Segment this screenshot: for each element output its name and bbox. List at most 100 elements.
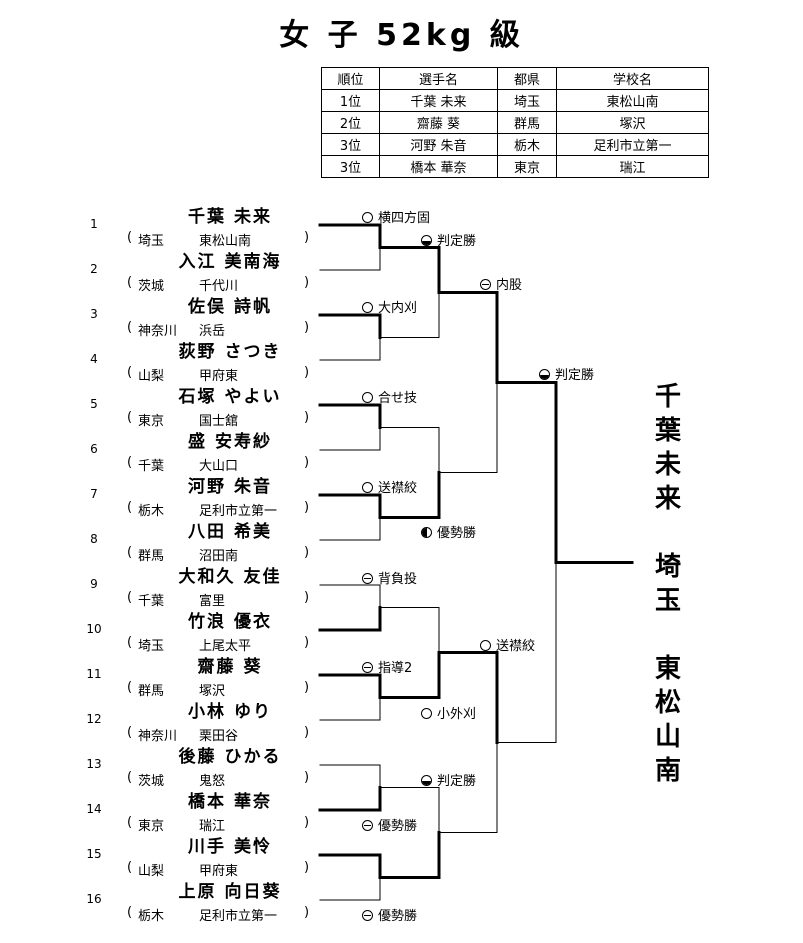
player-prefecture: 栃木 [138, 504, 165, 519]
player-school: 国士舘 [199, 414, 239, 429]
player-school: 瑞江 [199, 819, 226, 834]
paren-close: ) [304, 455, 310, 470]
paren-close: ) [304, 410, 310, 425]
paren-close: ) [304, 590, 310, 605]
paren-close: ) [304, 545, 310, 560]
player-number: 10 [86, 622, 102, 636]
player-prefecture: 山梨 [138, 864, 165, 879]
paren-close: ) [304, 725, 310, 740]
result-r1-m4: 送襟絞 [362, 477, 417, 496]
paren-open: ( [127, 635, 133, 650]
half-filled-circle-icon [421, 235, 432, 246]
result-r1-m8: 優勢勝 [362, 905, 417, 924]
ranking-table: 順位 選手名 都県 学校名 1位 千葉 未来 埼玉 東松山南 2位 齋藤 葵 群… [321, 67, 709, 178]
champion-vertical: 千 葉 未 来 埼 玉 東 松 山 南 [648, 380, 688, 788]
rank-cell: 1位 [321, 89, 380, 112]
player-name: 竹浪 優衣 [188, 612, 272, 632]
player-prefecture: 千葉 [138, 594, 165, 609]
player-prefecture: 神奈川 [138, 324, 178, 339]
player-school: 上尾太平 [199, 639, 252, 654]
player-prefecture: 群馬 [138, 684, 165, 699]
paren-open: ( [127, 320, 133, 335]
player-school: 沼田南 [199, 549, 239, 564]
page-title: 女 子 52kg 級 [279, 18, 524, 53]
half-filled-circle-icon [421, 775, 432, 786]
player-name: 千葉 未来 [188, 207, 272, 227]
spacer [648, 516, 688, 550]
player-name: 小林 ゆり [188, 702, 272, 722]
result-r2-m3: 小外刈 [421, 703, 476, 722]
paren-open: ( [127, 770, 133, 785]
minus-circle-icon [480, 279, 491, 290]
player-number: 11 [86, 667, 102, 681]
paren-close: ) [304, 635, 310, 650]
player-school: 栗田谷 [199, 729, 239, 744]
paren-open: ( [127, 905, 133, 920]
player-prefecture: 茨城 [138, 279, 165, 294]
player-number: 3 [90, 307, 98, 321]
paren-close: ) [304, 860, 310, 875]
player-name: 後藤 ひかる [178, 747, 282, 767]
ranking-header-row: 順位 選手名 都県 学校名 [321, 67, 709, 90]
player-prefecture: 東京 [138, 819, 165, 834]
player-name: 川手 美怜 [188, 837, 272, 857]
player-prefecture: 埼玉 [138, 639, 165, 654]
circle-icon [362, 392, 373, 403]
result-sf-m1: 内股 [480, 274, 522, 293]
player-school: 鬼怒 [199, 774, 226, 789]
player-number: 8 [90, 532, 98, 546]
circle-icon [421, 708, 432, 719]
player-school: 東松山南 [199, 234, 252, 249]
player-prefecture: 栃木 [138, 909, 165, 924]
paren-open: ( [127, 590, 133, 605]
minus-circle-icon [362, 820, 373, 831]
result-r2-m2: 優勢勝 [421, 522, 476, 541]
paren-open: ( [127, 680, 133, 695]
rank-cell: 3位 [321, 155, 380, 178]
player-number: 9 [90, 577, 98, 591]
circle-icon [362, 212, 373, 223]
player-prefecture: 東京 [138, 414, 165, 429]
player-school: 甲府東 [199, 864, 239, 879]
player-name: 大和久 友佳 [178, 567, 282, 587]
player-school: 足利市立第一 [199, 909, 278, 924]
player-prefecture: 埼玉 [138, 234, 165, 249]
player-number: 5 [90, 397, 98, 411]
player-number: 2 [90, 262, 98, 276]
prefecture-cell: 栃木 [497, 133, 557, 156]
player-name: 盛 安寿紗 [188, 432, 272, 452]
player-name: 佐俣 詩帆 [188, 297, 272, 317]
spacer [648, 618, 688, 652]
minus-circle-icon [362, 910, 373, 921]
player-number: 4 [90, 352, 98, 366]
player-name: 上原 向日葵 [178, 882, 282, 902]
circle-icon [362, 302, 373, 313]
paren-open: ( [127, 410, 133, 425]
player-number: 12 [86, 712, 102, 726]
champion-name: 千 葉 未 来 [654, 382, 681, 514]
player-prefecture: 千葉 [138, 459, 165, 474]
paren-open: ( [127, 725, 133, 740]
player-number: 14 [86, 802, 102, 816]
paren-open: ( [127, 815, 133, 830]
header-school: 学校名 [556, 67, 709, 90]
champion-prefecture: 埼 玉 [654, 552, 681, 616]
player-name: 石塚 やよい [178, 387, 282, 407]
paren-open: ( [127, 275, 133, 290]
paren-close: ) [304, 275, 310, 290]
paren-close: ) [304, 365, 310, 380]
player-name: 河野 朱音 [188, 477, 272, 497]
result-sf-m2: 送襟絞 [480, 635, 535, 654]
prefecture-cell: 埼玉 [497, 89, 557, 112]
player-number: 16 [86, 892, 102, 906]
paren-close: ) [304, 500, 310, 515]
player-school: 大山口 [199, 459, 239, 474]
player-number: 7 [90, 487, 98, 501]
player-number: 1 [90, 217, 98, 231]
result-r1-m7: 判定勝 [421, 770, 476, 789]
player-name: 橋本 華奈 [188, 792, 272, 812]
player-number: 13 [86, 757, 102, 771]
player-prefecture: 神奈川 [138, 729, 178, 744]
player-school: 浜岳 [199, 324, 226, 339]
paren-close: ) [304, 770, 310, 785]
